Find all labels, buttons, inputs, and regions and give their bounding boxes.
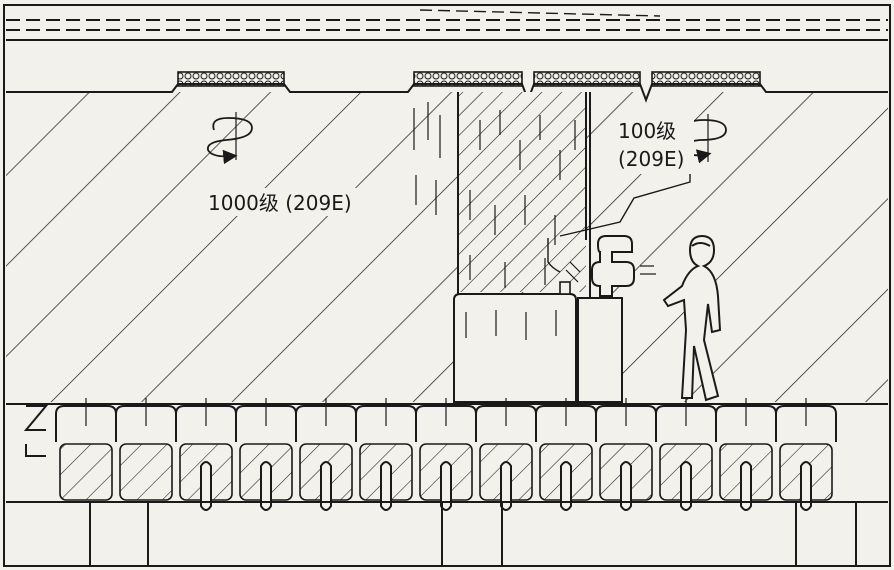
label-class-100-line2: (209E) <box>618 147 684 171</box>
floor-grille <box>60 444 112 500</box>
hepa-filter-2 <box>414 72 522 86</box>
hepa-filter-row <box>178 72 760 86</box>
hepa-filter-3 <box>534 72 640 86</box>
process-equipment <box>454 282 622 402</box>
cleanroom-air-space <box>6 92 888 402</box>
label-class-1000: 1000级 (209E) <box>208 191 352 215</box>
floor-grille <box>120 444 172 500</box>
hepa-filter-4 <box>652 72 760 86</box>
hepa-filter-1 <box>178 72 284 86</box>
label-class-100-line1: 100级 <box>618 119 676 143</box>
